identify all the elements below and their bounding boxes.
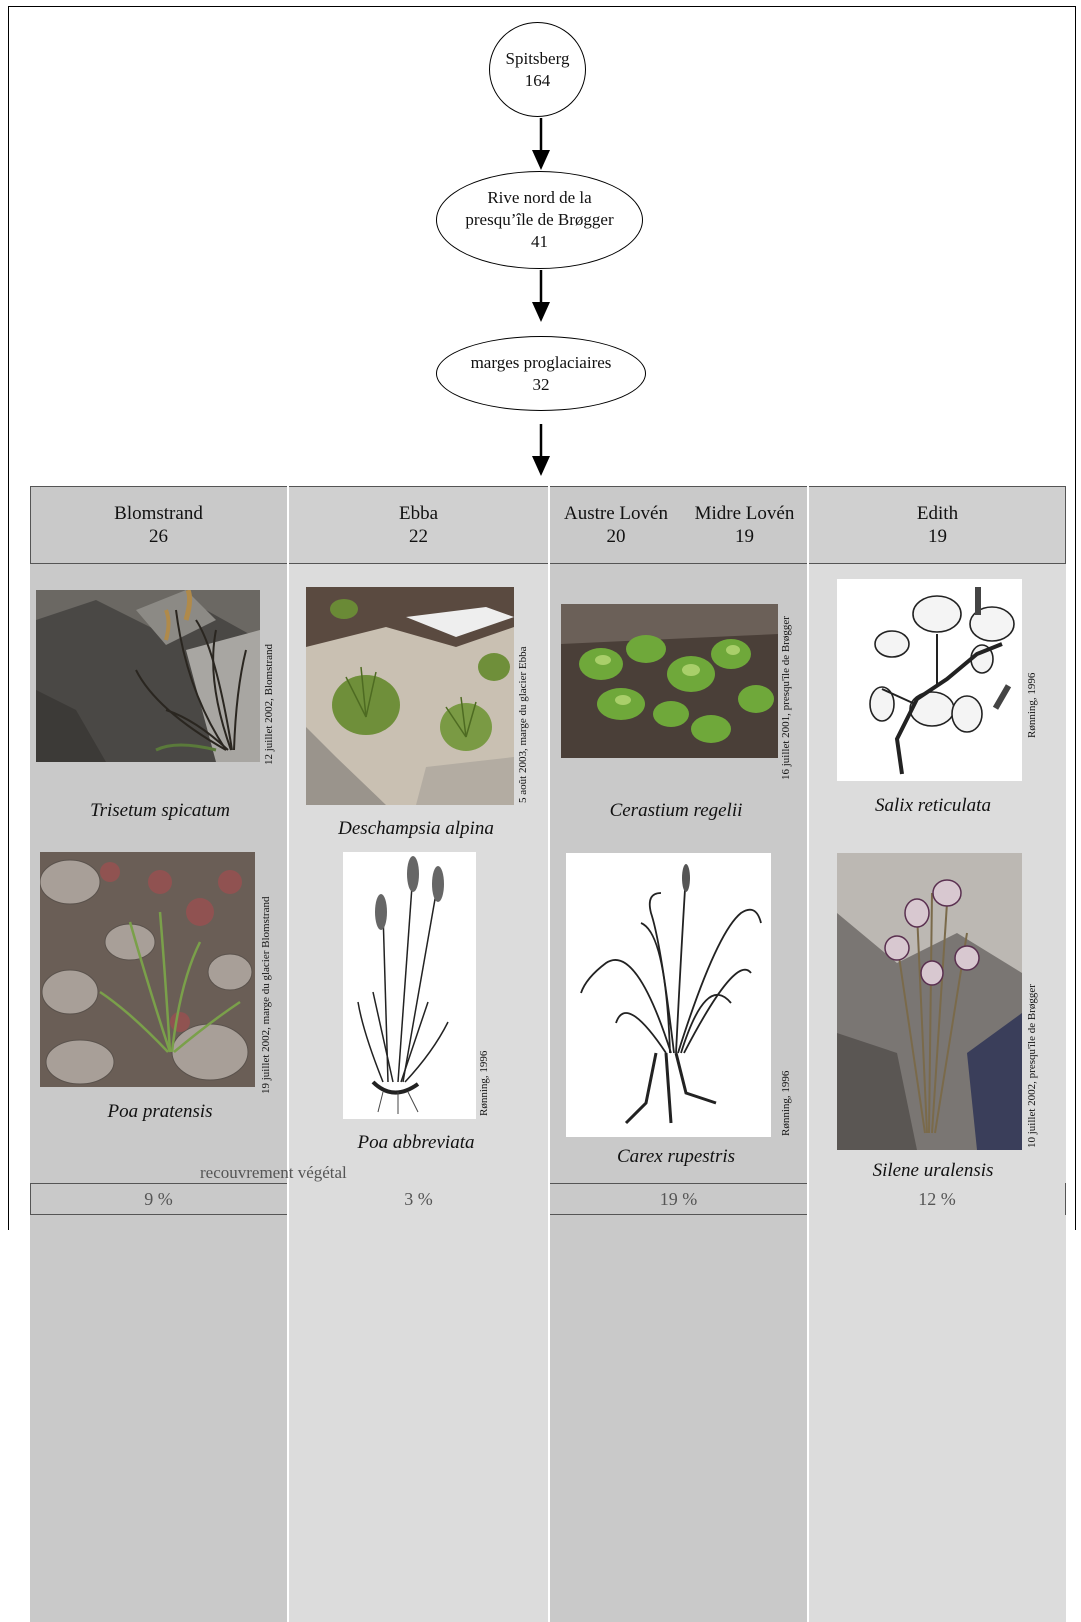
caption-trisetum-spicatum: Trisetum spicatum [90,800,230,821]
header-midre-name: Midre Lovén [694,503,795,524]
header-austre-count: 20 [606,526,626,547]
node-proglacial-count: 32 [532,374,550,394]
credit-poa-pratensis: 19 juillet 2002, marge du glacier Blomst… [260,896,272,1094]
header-edith-name: Edith [916,503,959,524]
credit-deschampsia: 5 août 2003, marge du glacier Ebba [517,646,529,804]
photo-silene-uralensis [837,853,1022,1150]
node-spitsberg-count: 164 [524,70,551,90]
photo-trisetum-spicatum [36,590,260,762]
header-ebba-count: 22 [409,526,428,547]
arrow-down-3 [532,424,550,476]
header-blomstrand-count: 26 [149,526,168,547]
node-spitsberg-name: Spitsberg [505,48,570,68]
cover-edith: 12 % [809,1183,1065,1215]
node-proglacial-margins: marges proglaciaires 32 [436,336,646,411]
drawing-salix-reticulata [837,579,1022,781]
column-separator [287,1183,289,1215]
header-edith-count: 19 [928,526,947,547]
photo-deschampsia-alpina [306,587,514,805]
header-austre-name: Austre Lovén [564,503,668,524]
header-edith: Edith 19 [809,486,1066,564]
header-blomstrand-name: Blomstrand [114,503,203,524]
arrow-down-1 [532,118,550,170]
credit-silene: 10 juillet 2002, presqu'île de Brøgger [1026,984,1038,1148]
node-brogger-north-shore: Rive nord de la presqu’île de Brøgger 41 [436,171,643,269]
drawing-poa-abbreviata [343,852,476,1119]
cover-loven: 19 % [659,1188,698,1209]
header-blomstrand: Blomstrand 26 [30,486,287,564]
credit-salix: Rønning, 1996 [1026,672,1038,738]
column-separator [807,1183,809,1215]
cover-blomstrand: 9 % [144,1188,173,1209]
header-midre-count: 19 [735,526,754,547]
column-separator [548,486,550,1622]
node-brogger-count: 41 [531,232,548,251]
credit-carex: Rønning, 1996 [780,1070,792,1136]
caption-poa-pratensis: Poa pratensis [107,1101,213,1122]
arrow-down-2 [532,270,550,322]
header-ebba: Ebba 22 [289,486,548,564]
caption-carex-rupestris: Carex rupestris [616,1146,736,1167]
caption-deschampsia-alpina: Deschampsia alpina [338,818,494,839]
credit-trisetum: 12 juillet 2002, Blomstrand [263,644,275,765]
header-midre-loven: Midre Lovén 19 [682,486,807,564]
credit-poa-abbreviata: Rønning, 1996 [478,1050,490,1116]
header-ebba-name: Ebba [398,503,439,524]
column-separator [548,1183,550,1215]
caption-cerastium-regelii: Cerastium regelii [609,800,743,821]
caption-salix-reticulata: Salix reticulata [875,795,991,816]
photo-cerastium-regelii [561,604,778,758]
column-separator [287,486,289,1622]
node-proglacial-name: marges proglaciaires [470,352,612,372]
header-austre-loven: Austre Lovén 20 [550,486,682,564]
drawing-carex-rupestris [566,853,771,1137]
photo-poa-pratensis [40,852,255,1087]
node-brogger-line2: presqu’île de Brøgger [465,210,614,229]
caption-poa-abbreviata: Poa abbreviata [357,1132,475,1153]
figure-frame [8,6,1076,1230]
node-brogger-line1: Rive nord de la [487,188,592,207]
vegetation-cover-label: recouvrement végétal [200,1163,347,1182]
node-spitsberg: Spitsberg 164 [489,22,586,117]
column-separator [807,486,809,1622]
credit-cerastium: 16 juillet 2001, presqu'île de Brøgger [780,616,792,780]
cover-ebba: 3 % [289,1183,548,1215]
caption-silene-uralensis: Silene uralensis [872,1160,994,1181]
